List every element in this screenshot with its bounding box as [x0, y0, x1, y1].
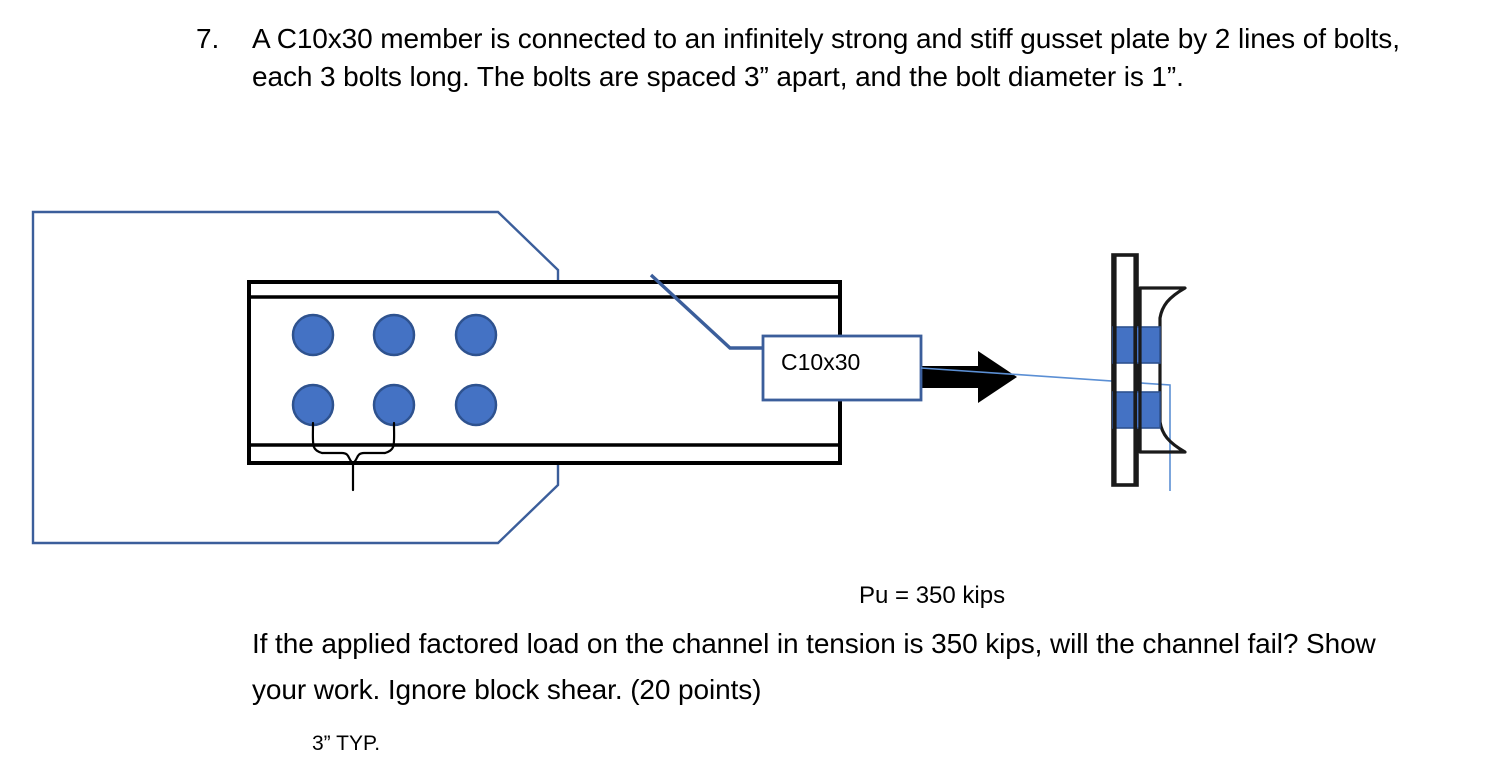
brace-leader-left	[311, 421, 324, 455]
callout-leader-left	[649, 273, 763, 350]
bolt-r2-c3	[454, 383, 498, 427]
channel-member-plan	[247, 280, 842, 465]
bolt-r1-c1	[291, 313, 335, 357]
bolt-r2-c1	[291, 383, 335, 427]
question-text: A C10x30 member is connected to an infin…	[252, 23, 1400, 92]
bolt-r2-c2	[372, 383, 416, 427]
section-end-view	[1111, 253, 1187, 487]
bolt-group-plan	[291, 313, 498, 427]
spacing-label: 3” TYP.	[312, 732, 381, 755]
callout-leader-right	[920, 367, 1171, 491]
bolt-r1-c2	[372, 313, 416, 357]
question-number: 7.	[196, 23, 220, 54]
bolt-r1-c3	[454, 313, 498, 357]
spacing-dimension-brace	[311, 421, 396, 492]
brace-leader-right	[383, 421, 396, 455]
closing-question: If the applied factored load on the chan…	[252, 628, 1376, 705]
arrow-shape	[858, 351, 1017, 403]
question-row: 7. A C10x30 member is connected to an in…	[196, 20, 1411, 96]
channel-outline	[247, 280, 842, 465]
connection-diagram: C10x30 Pu = 350 kips 3” TYP.	[0, 160, 1490, 755]
load-label: Pu = 350 kips	[859, 582, 1006, 609]
load-arrow	[858, 351, 1017, 403]
problem-statement: 7. A C10x30 member is connected to an in…	[196, 20, 1411, 96]
gusset-plate-outline	[31, 210, 560, 545]
c10x30-label: C10x30	[781, 349, 861, 375]
